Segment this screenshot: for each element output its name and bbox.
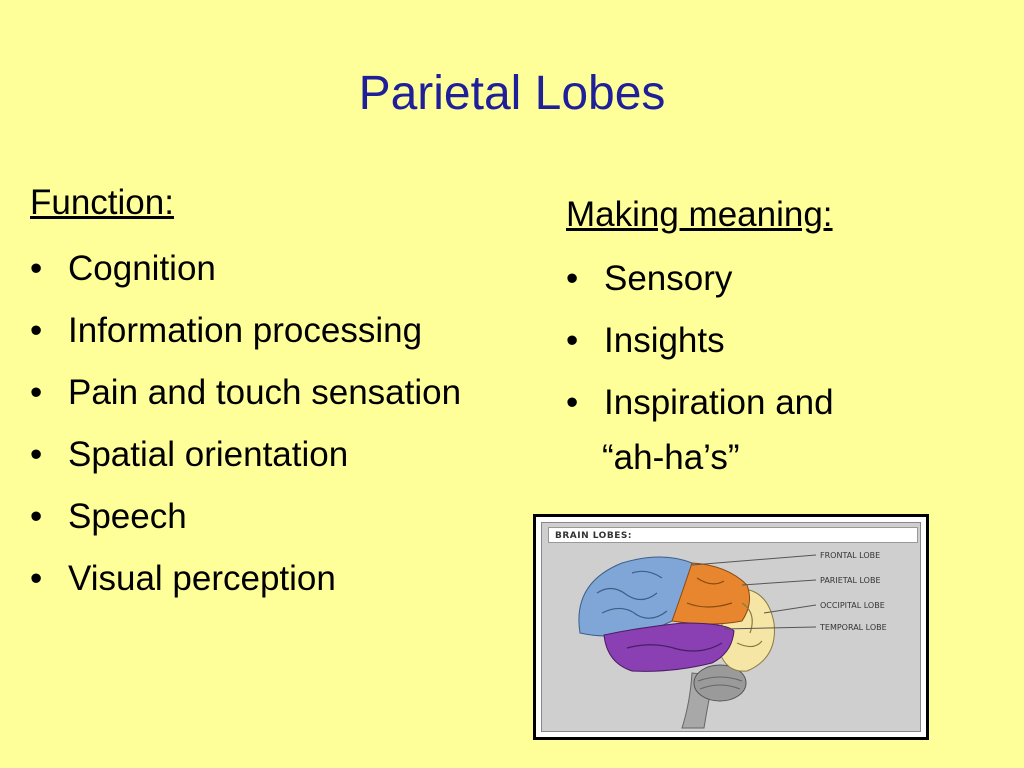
bullet: •: [30, 249, 43, 288]
brain-lobes-figure: BRAIN LOBES: FRONTAL: [533, 514, 929, 740]
bullet: •: [30, 497, 43, 536]
brain-illustration: FRONTAL LOBE PARIETAL LOBE OCCIPITAL LOB…: [578, 551, 887, 729]
bullet: •: [566, 321, 579, 360]
parietal-lobe-label: PARIETAL LOBE: [820, 576, 881, 585]
making-meaning-heading: Making meaning:: [566, 195, 833, 234]
bullet: •: [30, 435, 43, 474]
list-item: •Spatial orientation: [30, 424, 461, 486]
list-item: •Insights: [566, 310, 834, 372]
figure-panel: BRAIN LOBES: FRONTAL: [541, 522, 921, 732]
function-column: Function: •Cognition •Information proces…: [30, 180, 461, 610]
slide-title: Parietal Lobes: [358, 67, 666, 120]
function-list: •Cognition •Information processing •Pain…: [30, 238, 461, 610]
frontal-lobe-label: FRONTAL LOBE: [820, 551, 880, 560]
list-item: •Cognition: [30, 238, 461, 300]
list-item: •Visual perception: [30, 548, 461, 610]
list-item: •Information processing: [30, 300, 461, 362]
list-item: •Pain and touch sensation: [30, 362, 461, 424]
bullet: •: [30, 559, 43, 598]
making-meaning-column: Making meaning: •Sensory •Insights •Insp…: [566, 192, 834, 488]
occipital-lobe-label: OCCIPITAL LOBE: [820, 601, 885, 610]
making-meaning-list: •Sensory •Insights •Inspiration and: [566, 248, 834, 434]
function-heading: Function:: [30, 183, 174, 222]
bullet: •: [30, 311, 43, 350]
list-item: •Inspiration and: [566, 372, 834, 434]
bullet: •: [566, 259, 579, 298]
figure-title: BRAIN LOBES:: [548, 527, 918, 543]
list-item: •Sensory: [566, 248, 834, 310]
temporal-lobe-label: TEMPORAL LOBE: [819, 623, 887, 632]
list-item-continuation: “ah-ha’s”: [602, 438, 740, 477]
cerebellum: [693, 664, 747, 702]
list-item: •Speech: [30, 486, 461, 548]
bullet: •: [30, 373, 43, 412]
bullet: •: [566, 383, 579, 422]
parietal-lobe: [671, 562, 751, 625]
